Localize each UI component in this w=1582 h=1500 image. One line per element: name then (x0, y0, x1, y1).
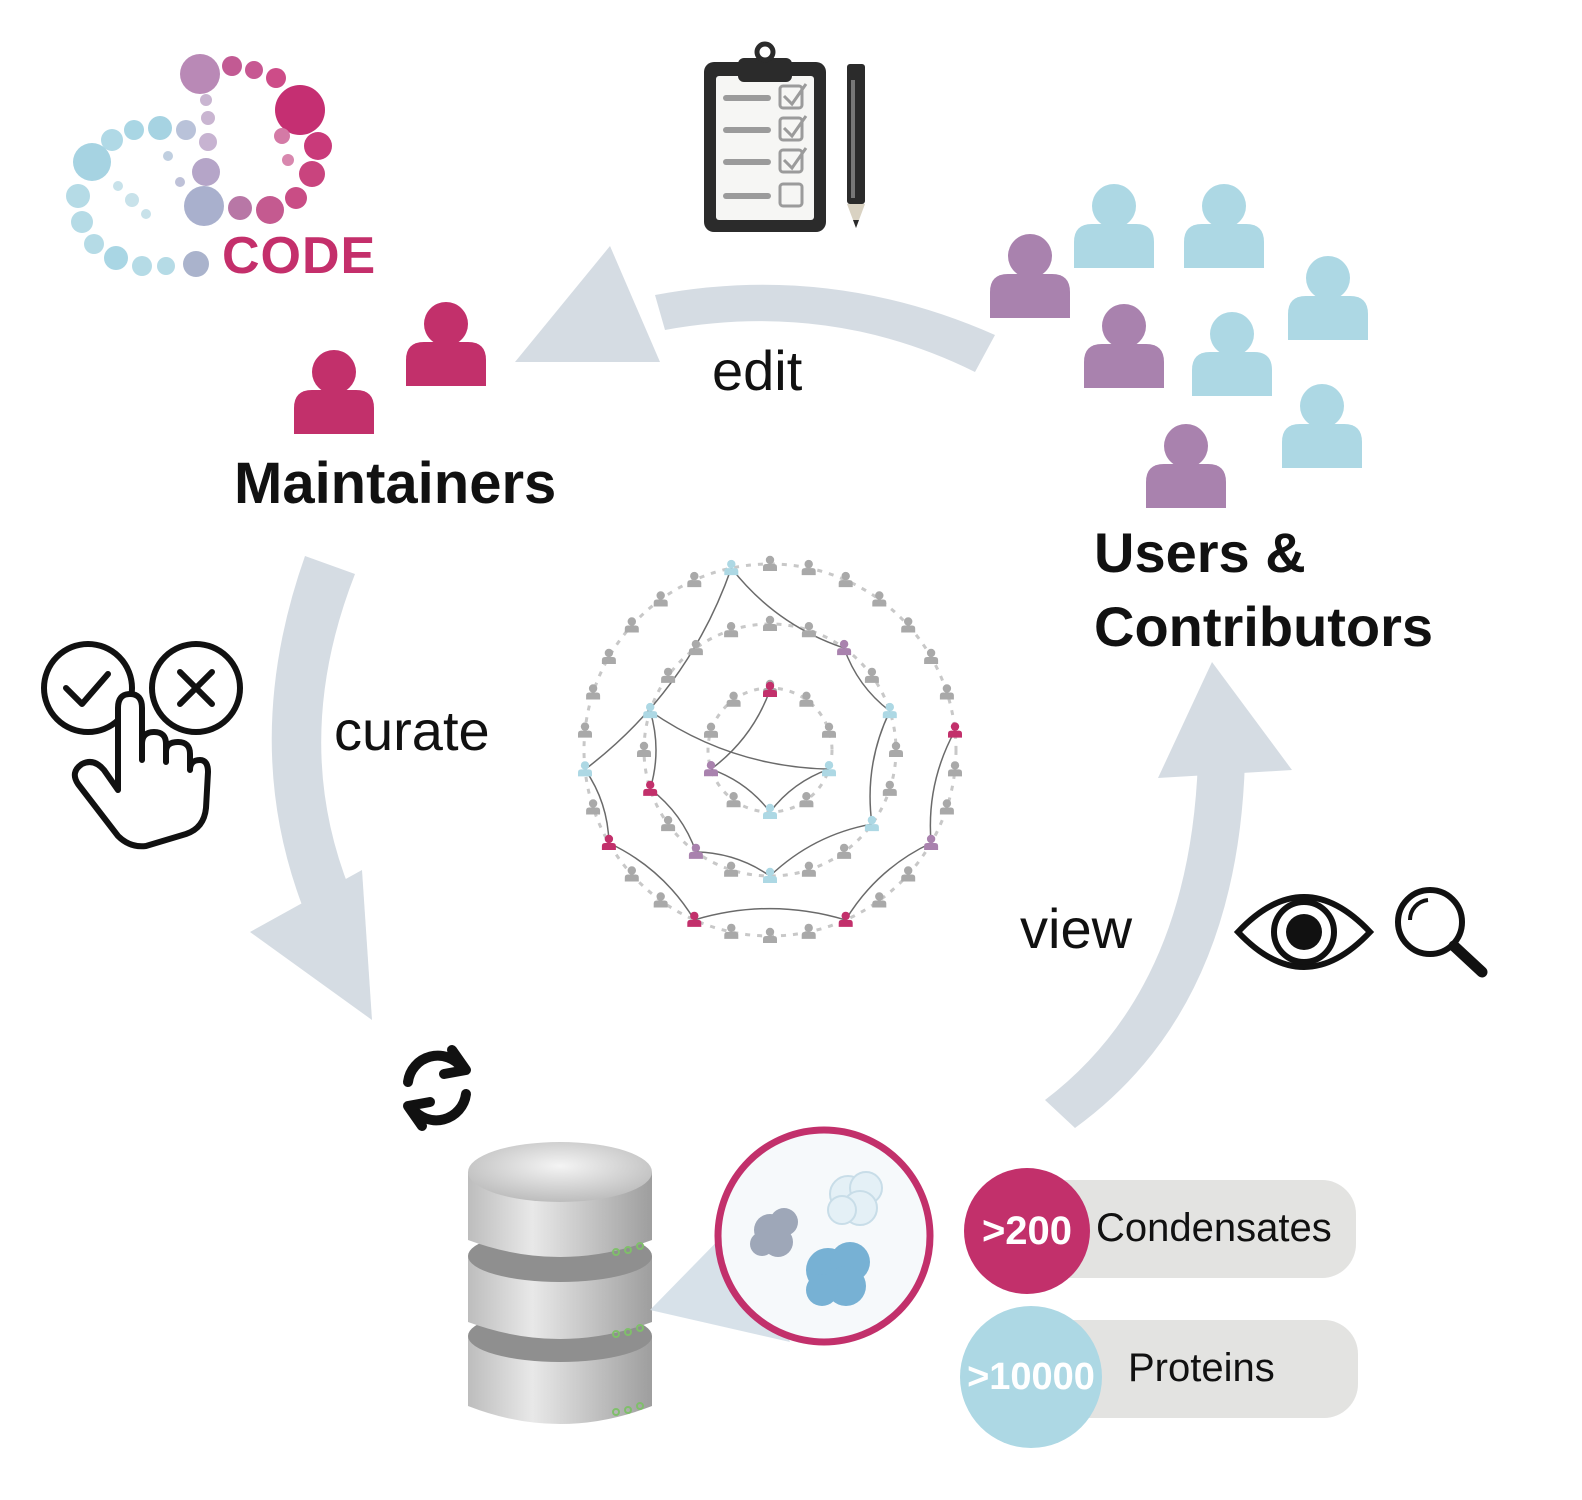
users-group-icon (990, 184, 1368, 508)
users-label-line2: Contributors (1094, 595, 1434, 658)
network-edge (769, 823, 873, 877)
network-node-person-icon (704, 761, 718, 777)
network-node-person-icon (939, 684, 954, 700)
network-edge (649, 710, 829, 770)
network-node-person-icon (624, 866, 639, 882)
network-graph-icon (578, 555, 962, 943)
network-edge (584, 769, 610, 844)
network-node-person-icon (643, 702, 658, 719)
network-node-person-icon (837, 843, 852, 859)
network-edge (710, 689, 771, 770)
network-node-person-icon (864, 815, 879, 832)
network-node-person-icon (948, 761, 962, 777)
condensates-count-badge: >200 (964, 1168, 1090, 1294)
network-node-person-icon (704, 722, 718, 738)
curate-action-label: curate (334, 699, 490, 762)
network-node-person-icon (643, 780, 658, 796)
network-node-person-icon (578, 761, 592, 777)
network-edge (608, 842, 695, 921)
network-node-person-icon (948, 722, 962, 738)
network-node-person-icon (939, 799, 954, 815)
network-edge (649, 710, 657, 790)
refresh-icon (403, 1045, 471, 1131)
network-edge (649, 788, 697, 853)
network-edge (694, 907, 846, 921)
pencil-icon (847, 64, 865, 228)
network-node-person-icon (578, 722, 592, 738)
edit-arrow (515, 246, 995, 372)
curate-arrow (250, 556, 372, 1020)
network-node-person-icon (688, 843, 703, 859)
network-node-person-icon (799, 691, 814, 707)
network-node-person-icon (586, 799, 601, 815)
network-node-person-icon (872, 892, 887, 908)
network-edge (845, 842, 932, 921)
clipboard-checklist-icon (704, 41, 826, 232)
network-node-person-icon (872, 591, 887, 607)
network-node-person-icon (924, 834, 939, 850)
network-node-person-icon (901, 866, 916, 882)
view-action-label: view (1020, 897, 1133, 960)
network-node-person-icon (624, 617, 639, 633)
network-node-person-icon (837, 639, 852, 656)
maintainers-label: Maintainers (234, 451, 557, 516)
condensate-zoom-icon (650, 1126, 934, 1346)
network-node-person-icon (687, 911, 702, 927)
accept-reject-touch-icon (41, 641, 243, 850)
proteins-count: >10000 (967, 1355, 1095, 1398)
network-node-person-icon (601, 648, 616, 664)
network-node-person-icon (882, 780, 897, 796)
network-node-person-icon (882, 702, 897, 719)
network-node-person-icon (726, 792, 741, 808)
network-node-person-icon (763, 555, 777, 571)
network-edge (730, 567, 845, 649)
network-node-person-icon (763, 927, 777, 943)
network-node-person-icon (637, 741, 651, 757)
maintainer-person-icon (294, 302, 486, 434)
logo-wordmark: CODE (222, 227, 377, 285)
network-edge (929, 730, 956, 844)
network-edge (695, 851, 771, 877)
condensates-count: >200 (981, 1208, 1073, 1253)
network-node-person-icon (801, 559, 816, 576)
view-arrow (1045, 662, 1292, 1128)
network-node-person-icon (801, 861, 816, 877)
network-edge (869, 710, 891, 825)
network-node-person-icon (687, 571, 702, 588)
network-node-person-icon (889, 741, 903, 757)
network-node-person-icon (653, 591, 668, 607)
magnifier-icon (1395, 887, 1488, 978)
users-contributors-label: Users & Contributors (1094, 516, 1433, 664)
eye-icon (1233, 894, 1375, 970)
network-node-person-icon (801, 923, 816, 939)
network-node-person-icon (688, 639, 703, 656)
network-node-person-icon (864, 667, 879, 683)
network-node-person-icon (838, 911, 853, 927)
network-node-person-icon (724, 622, 739, 638)
network-node-person-icon (724, 923, 739, 939)
proteins-label: Proteins (1128, 1346, 1275, 1390)
network-node-person-icon (924, 648, 939, 664)
condensates-label: Condensates (1096, 1206, 1332, 1250)
edit-action-label: edit (712, 339, 803, 402)
database-icon (468, 1142, 652, 1424)
network-node-person-icon (653, 892, 668, 908)
code-logo-icon (66, 54, 332, 277)
users-label-line1: Users & (1094, 521, 1306, 584)
network-node-person-icon (822, 722, 836, 738)
proteins-count-badge: >10000 (960, 1306, 1102, 1448)
network-node-person-icon (726, 691, 741, 707)
network-node-person-icon (586, 684, 601, 700)
